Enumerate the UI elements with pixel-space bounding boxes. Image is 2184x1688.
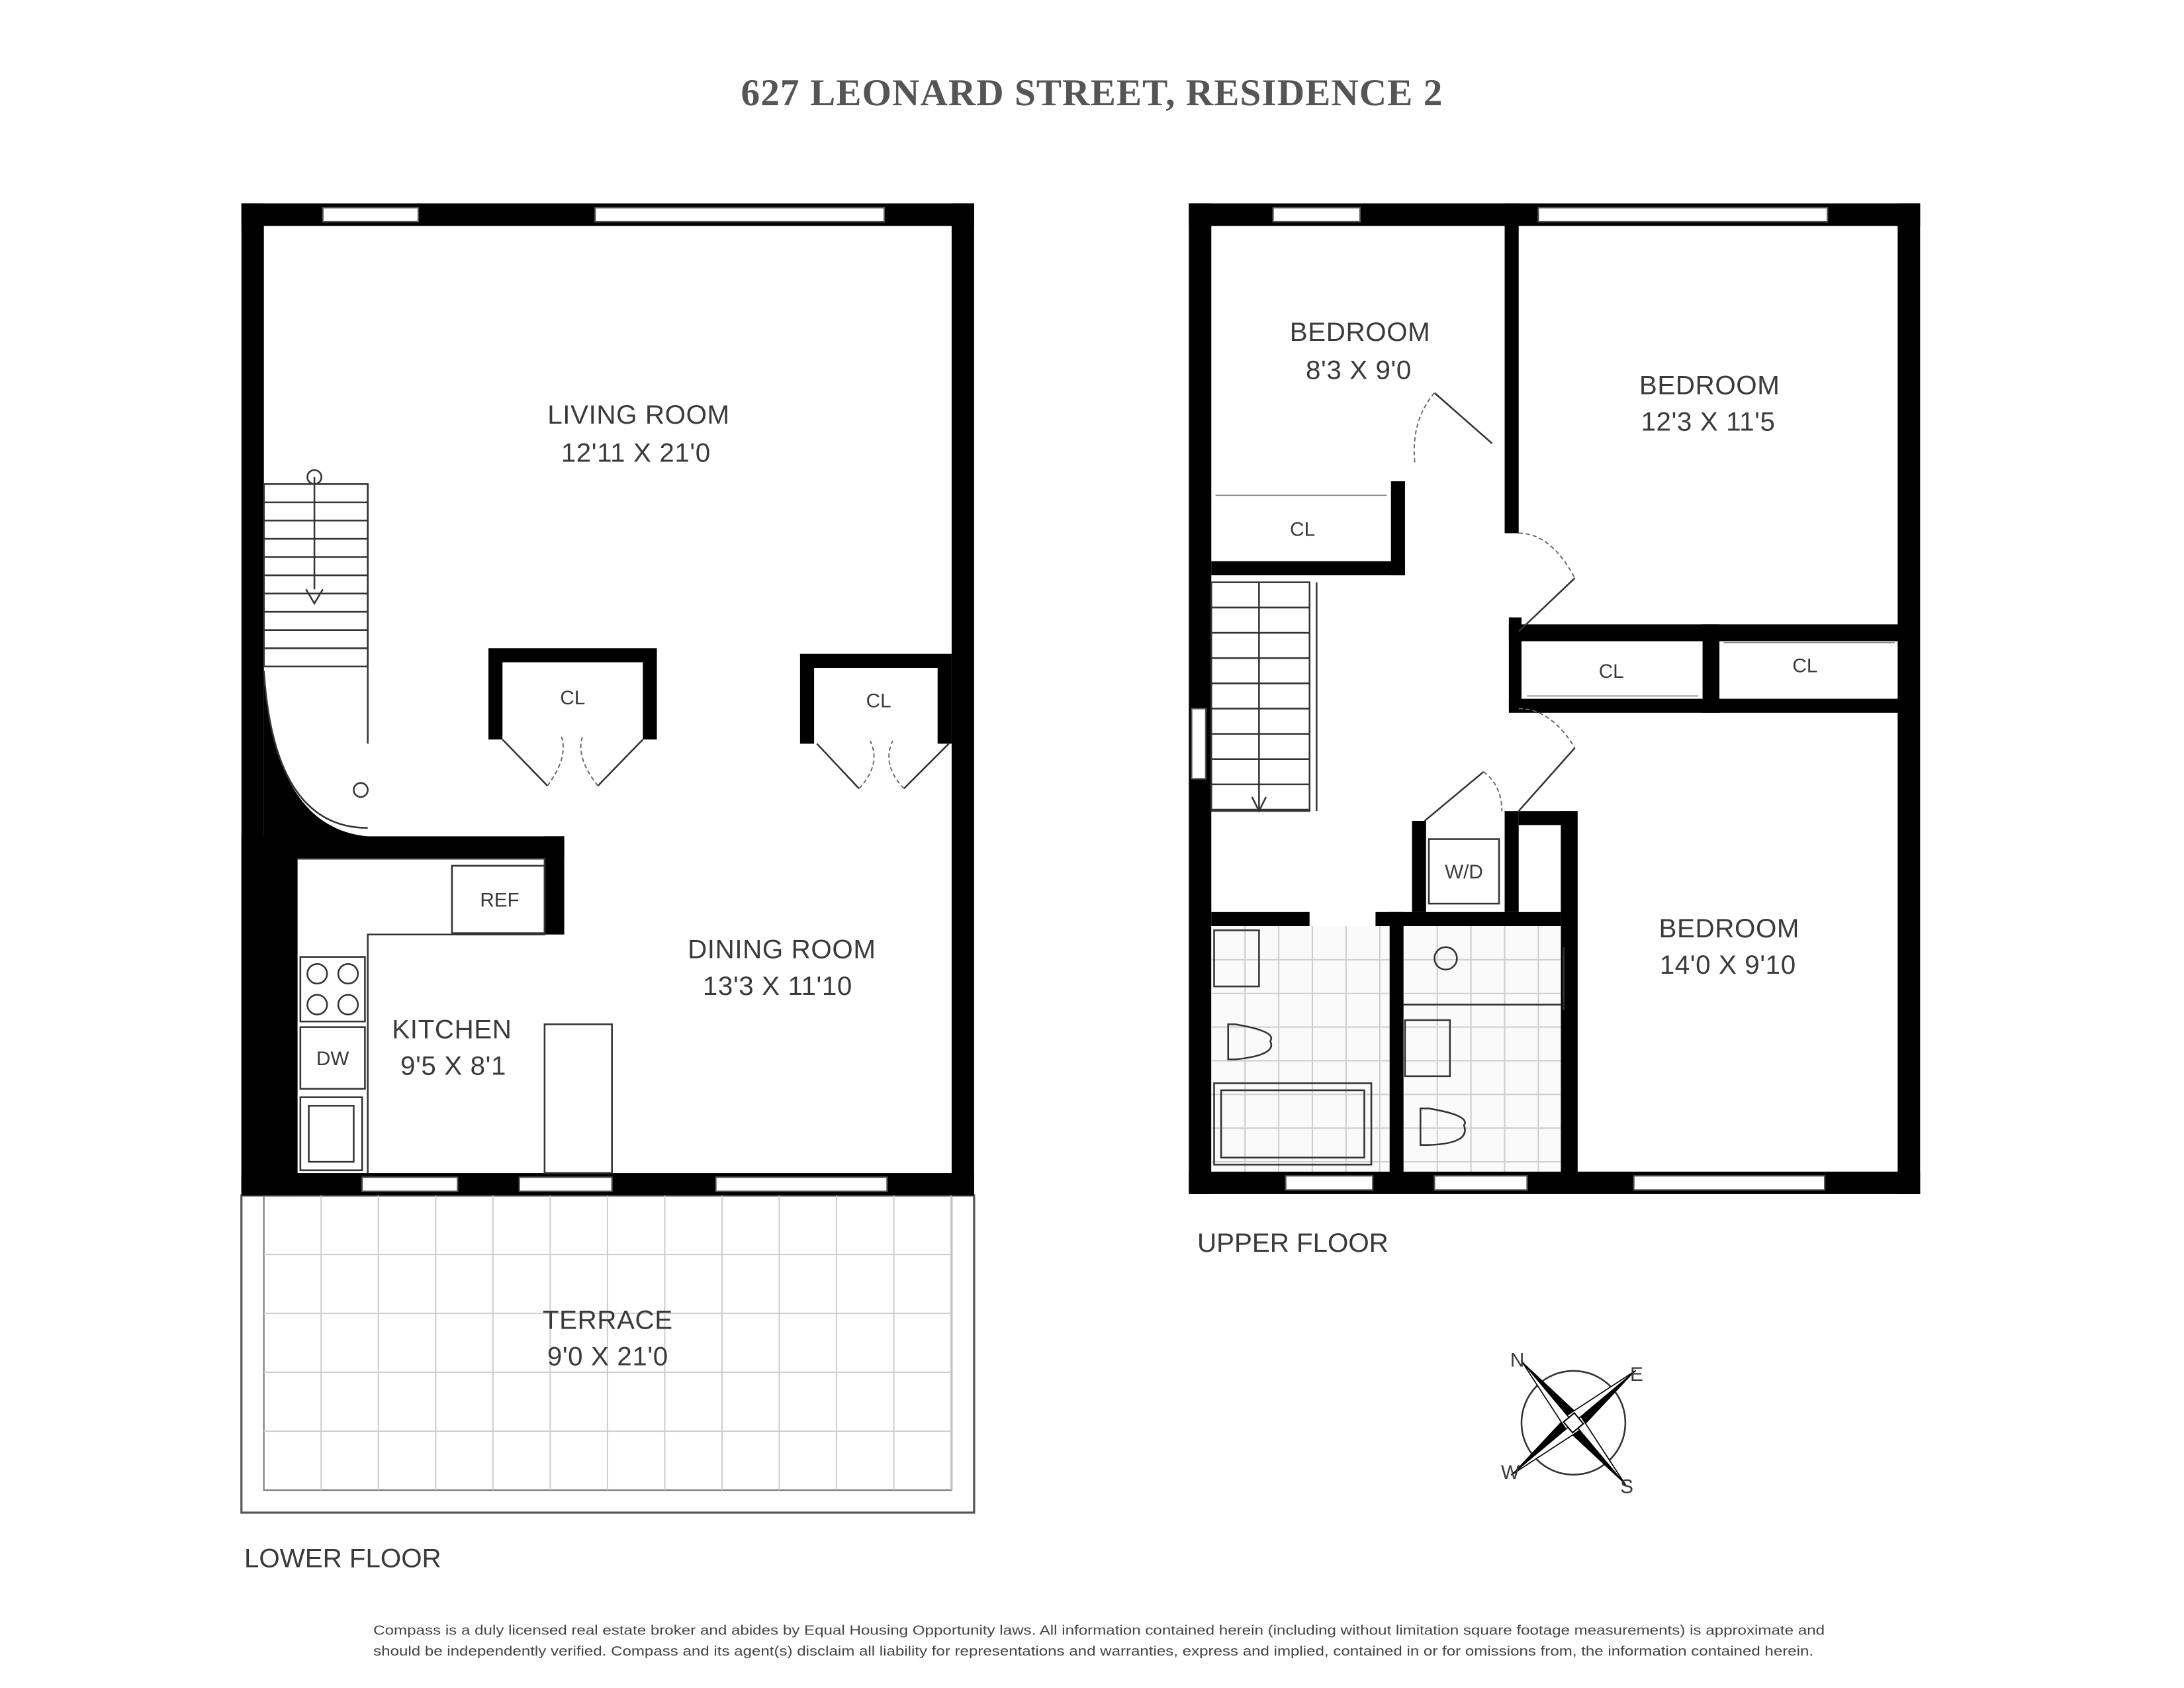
- window: [1285, 1175, 1374, 1191]
- dining-room-dims: 13'3 X 11'10: [703, 971, 852, 1001]
- window: [322, 207, 420, 222]
- wd-label: W/D: [1445, 861, 1483, 883]
- terrace-label: TERRACE: [543, 1305, 673, 1335]
- bathroom-1: [1211, 926, 1390, 1172]
- dishwasher: [299, 1026, 366, 1090]
- sink: [299, 1096, 363, 1172]
- lower-floor-plan: REF DW CL CL LIVING ROOM 12'11 X 21'0 DI…: [240, 203, 976, 1573]
- window: [361, 1176, 459, 1192]
- kitchen-counter: REF DW: [297, 857, 613, 1174]
- staircase: [263, 469, 369, 829]
- closet-2: CL: [799, 653, 952, 790]
- closet-upper-2: CL: [1527, 661, 1699, 697]
- closet-upper-3: CL: [1723, 641, 1895, 677]
- kitchen-label: KITCHEN: [392, 1015, 512, 1045]
- window: [1633, 1175, 1826, 1191]
- page-title: 627 LEONARD STREET, RESIDENCE 2: [741, 72, 1443, 114]
- compass-n: N: [1510, 1350, 1524, 1372]
- living-room-dims: 12'11 X 21'0: [561, 438, 711, 467]
- bedroom-3-label: BEDROOM: [1659, 914, 1800, 943]
- refrigerator: [451, 865, 546, 934]
- closet-1: CL: [488, 648, 657, 786]
- bedroom-2-label: BEDROOM: [1639, 371, 1780, 400]
- dw-label: DW: [316, 1048, 349, 1070]
- staircase-upper: [1210, 581, 1318, 814]
- upper-floor-label: UPPER FLOOR: [1197, 1228, 1388, 1258]
- kitchen-island: [543, 1023, 613, 1174]
- ref-label: REF: [480, 889, 519, 911]
- closet-label: CL: [1599, 661, 1624, 682]
- window: [1191, 708, 1206, 780]
- bedroom-1-dims: 8'3 X 9'0: [1306, 355, 1412, 385]
- bedroom-2-dims: 12'3 X 11'5: [1641, 407, 1776, 437]
- washer-dryer: [1428, 838, 1500, 905]
- bedroom-1-label: BEDROOM: [1290, 317, 1431, 347]
- closet-upper-1: CL: [1215, 494, 1387, 541]
- closet-label: CL: [1792, 655, 1817, 677]
- living-room-label: LIVING ROOM: [547, 400, 730, 430]
- compass-e: E: [1630, 1364, 1643, 1385]
- closet-label: CL: [866, 690, 891, 712]
- disclaimer-line-2: should be independently verified. Compas…: [373, 1644, 1813, 1659]
- stove: [299, 956, 366, 1023]
- bedroom-3-dims: 14'0 X 9'10: [1660, 950, 1796, 980]
- disclaimer-line-1: Compass is a duly licensed real estate b…: [373, 1623, 1825, 1638]
- lower-floor-label: LOWER FLOOR: [244, 1544, 441, 1573]
- window: [1272, 207, 1361, 222]
- upper-floor-plan: CL CL CL W/D: [1189, 203, 1921, 1258]
- compass-w: W: [1501, 1462, 1520, 1483]
- window: [594, 207, 886, 222]
- kitchen-dims: 9'5 X 8'1: [400, 1051, 506, 1081]
- dining-room-label: DINING ROOM: [688, 935, 876, 964]
- doors: [1324, 392, 1576, 983]
- closet-label: CL: [1290, 519, 1315, 541]
- terrace-dims: 9'0 X 21'0: [547, 1341, 668, 1371]
- bathroom-2: [1403, 926, 1565, 1172]
- sliding-door: [715, 1176, 888, 1192]
- compass-rose: N E S W: [1501, 1350, 1643, 1498]
- window: [1537, 207, 1829, 222]
- bathtub: [1213, 1082, 1373, 1166]
- compass-s: S: [1620, 1476, 1633, 1497]
- window: [1433, 1175, 1528, 1191]
- window: [518, 1176, 613, 1192]
- closet-label: CL: [560, 687, 585, 709]
